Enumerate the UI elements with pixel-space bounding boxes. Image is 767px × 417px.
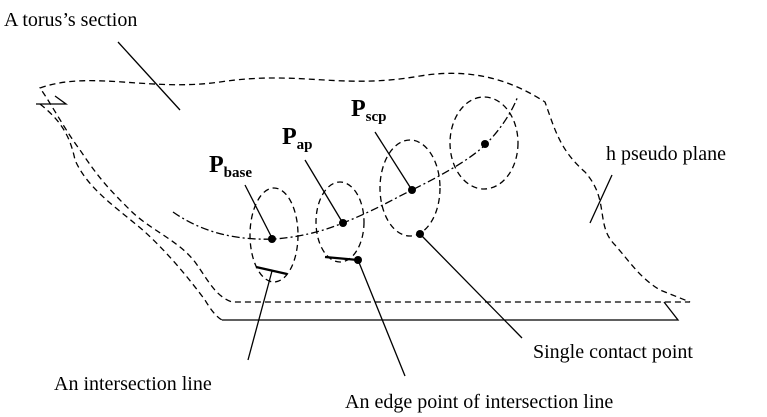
intersection-segment-ap (324, 255, 359, 262)
leader-edge-point (357, 259, 406, 377)
label-p-base-main: P (209, 152, 224, 178)
label-intersection-line: An intersection line (54, 373, 212, 395)
label-p-ap-main: P (282, 124, 297, 150)
plane-outline-outer (38, 72, 691, 303)
leader-scp (374, 131, 411, 188)
point-scp (408, 186, 416, 194)
label-p-scp-main: P (351, 96, 366, 122)
label-p-scp-sub: scp (366, 109, 387, 125)
torus-ellipse-ap (315, 181, 365, 263)
point-ap (339, 219, 347, 227)
label-single-contact: Single contact point (533, 341, 693, 363)
label-p-ap-sub: ap (297, 137, 313, 153)
label-p-scp: Pscp (351, 96, 387, 125)
leader-pseudo-plane (589, 174, 613, 224)
torus-ellipse-right (449, 96, 519, 190)
label-p-base-sub: base (224, 165, 253, 181)
label-edge-point: An edge point of intersection line (345, 391, 613, 413)
leader-base (244, 184, 272, 237)
label-p-ap: Pap (282, 124, 313, 153)
plane-outline-inner (39, 103, 223, 321)
plane-left-tick (36, 95, 68, 105)
label-pseudo-plane: h pseudo plane (606, 143, 726, 165)
leader-ap (304, 159, 342, 221)
torus-ellipse-base (249, 187, 299, 283)
leader-intersection-line (247, 270, 273, 361)
intersection-segment-base (255, 265, 288, 276)
torus-ellipse-scp (379, 139, 441, 237)
point-base (268, 235, 276, 243)
point-right (481, 140, 489, 148)
leader-single-contact (419, 233, 523, 339)
label-p-base: Pbase (209, 152, 252, 181)
leader-torus-section (117, 41, 181, 111)
label-torus-section: A torus’s section (4, 9, 137, 31)
plane-lower-edge (222, 301, 680, 321)
